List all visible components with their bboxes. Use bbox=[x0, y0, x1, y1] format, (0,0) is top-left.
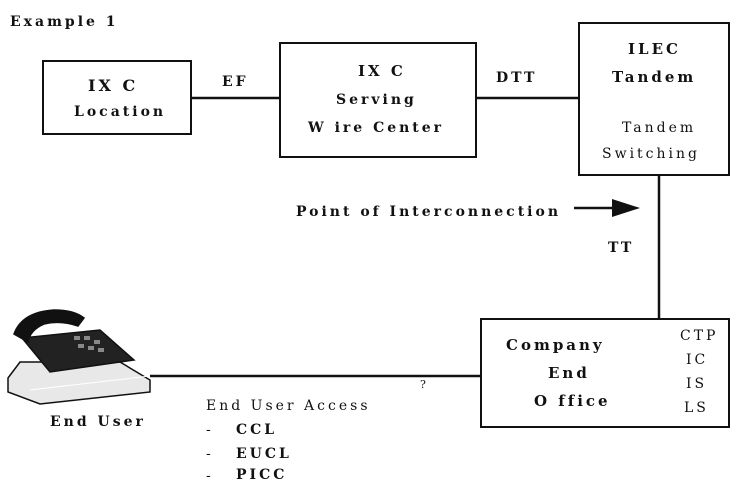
ilec-tandem-sub-2: Switching bbox=[602, 146, 700, 162]
company-end-office-label-3: O ffice bbox=[534, 392, 611, 410]
ilec-tandem-box bbox=[578, 22, 730, 176]
ilec-tandem-label-2: Tandem bbox=[612, 68, 697, 86]
end-user-access-item-picc: PICC bbox=[236, 467, 288, 483]
end-office-code-is: IS bbox=[686, 376, 708, 392]
end-user-access-bullet-2: - bbox=[206, 446, 214, 462]
end-office-code-ic: IC bbox=[686, 352, 709, 368]
ixc-serving-label-3: W ire Center bbox=[308, 120, 445, 136]
ef-label: EF bbox=[222, 74, 249, 90]
end-user-access-item-ccl: CCL bbox=[236, 422, 278, 438]
end-office-code-ls: LS bbox=[684, 400, 709, 416]
dtt-label: DTT bbox=[496, 70, 538, 86]
ilec-tandem-sub-1: Tandem bbox=[622, 120, 697, 136]
ixc-location-box bbox=[42, 60, 192, 135]
ixc-location-label-1: IX C bbox=[88, 76, 139, 95]
ixc-serving-label-2: Serving bbox=[336, 92, 417, 108]
end-user-access-heading: End User Access bbox=[206, 398, 371, 414]
company-end-office-label-1: Company bbox=[506, 336, 605, 354]
diagram-title: Example 1 bbox=[10, 14, 119, 30]
arrow-right-icon bbox=[574, 199, 640, 217]
question-mark: ? bbox=[420, 378, 429, 391]
end-user-access-bullet-3: - bbox=[206, 468, 214, 484]
end-office-code-ctp: CTP bbox=[680, 328, 719, 344]
end-user-label: End User bbox=[50, 414, 146, 430]
ixc-location-label-2: Location bbox=[74, 104, 167, 120]
ixc-serving-box bbox=[279, 42, 477, 158]
end-user-access-item-eucl: EUCL bbox=[236, 446, 292, 462]
company-end-office-label-2: End bbox=[548, 364, 590, 382]
end-user-access-bullet-1: - bbox=[206, 422, 214, 438]
ilec-tandem-label-1: ILEC bbox=[628, 40, 681, 58]
tt-label: TT bbox=[608, 240, 635, 256]
ixc-serving-label-1: IX C bbox=[358, 62, 406, 80]
point-of-interconnection-label: Point of Interconnection bbox=[296, 204, 561, 220]
company-end-office-box bbox=[480, 318, 730, 428]
